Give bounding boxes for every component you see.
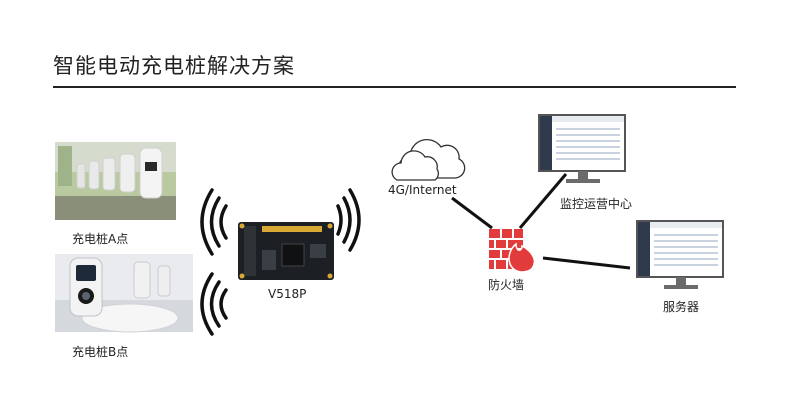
- monitor-icon: [636, 220, 724, 289]
- wifi-waves-icon: [336, 188, 361, 252]
- charger-a-photo: [55, 142, 176, 220]
- server-label: 服务器: [663, 300, 700, 314]
- charger-b-photo: [55, 254, 193, 333]
- wifi-waves-icon: [200, 188, 228, 336]
- cloud-icon: [391, 138, 466, 181]
- monitor-icon: [538, 114, 626, 183]
- firewall-label: 防火墙: [488, 278, 525, 292]
- link-cloud-firewall: [451, 196, 493, 230]
- cloud-label: 4G/Internet: [388, 183, 457, 197]
- page-title: 智能电动充电桩解决方案: [53, 54, 295, 78]
- pcb-board-icon: [238, 222, 334, 280]
- title-divider: [53, 86, 736, 88]
- charger-b-label: 充电桩B点: [72, 345, 129, 359]
- link-firewall-server: [542, 256, 631, 270]
- monitor-center-label: 监控运营中心: [560, 197, 633, 211]
- charger-a-label: 充电桩A点: [72, 232, 129, 246]
- firewall-icon: [489, 229, 536, 273]
- link-firewall-monitor: [518, 173, 568, 229]
- board-label: V518P: [268, 287, 307, 301]
